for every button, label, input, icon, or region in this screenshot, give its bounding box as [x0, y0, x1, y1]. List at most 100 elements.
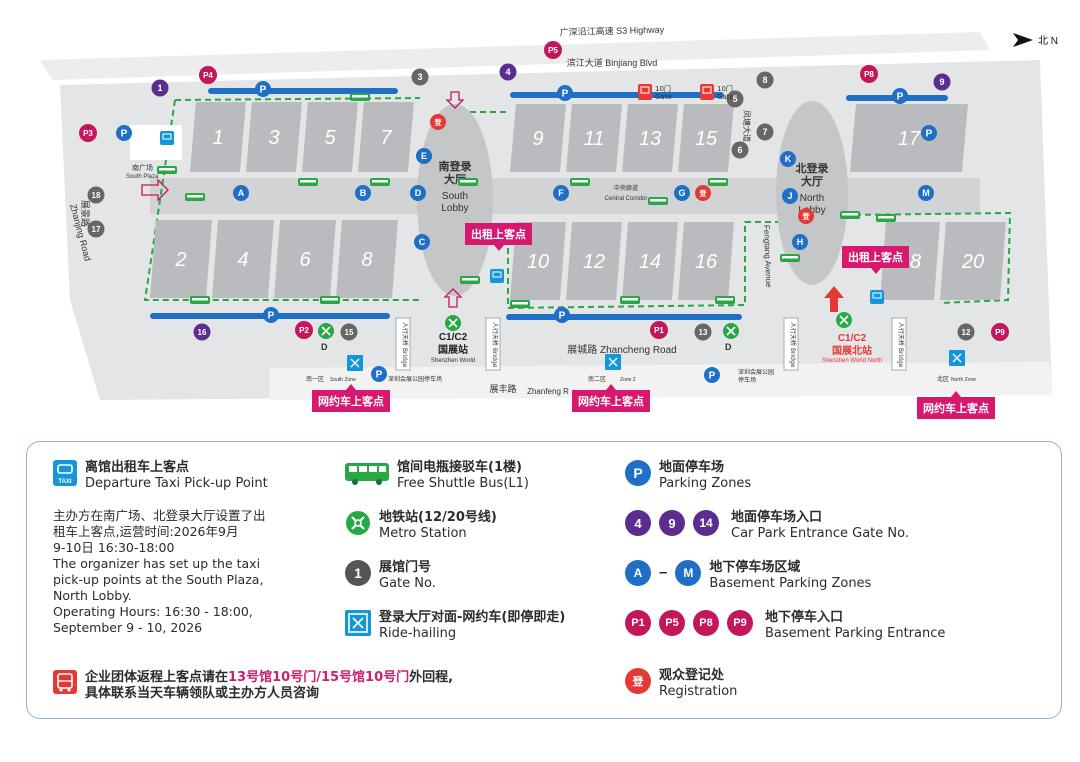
- hall-number: 1: [212, 127, 223, 149]
- parking-icon-7[interactable]: P: [371, 366, 387, 382]
- gate-9: 9: [933, 73, 951, 91]
- basement-zone-g[interactable]: G: [674, 185, 690, 201]
- ride-hailing-icon-2[interactable]: [949, 350, 965, 366]
- taxi-icon-2[interactable]: [870, 290, 884, 304]
- parking-icon-3[interactable]: P: [263, 307, 279, 323]
- basement-zone-h[interactable]: H: [792, 234, 808, 250]
- entrance-p9[interactable]: P9: [991, 323, 1009, 341]
- hall-4[interactable]: 4: [212, 220, 274, 298]
- svg-text:8: 8: [762, 75, 767, 85]
- entrance-p2[interactable]: P2: [295, 321, 313, 339]
- hall-9[interactable]: 9: [510, 104, 566, 172]
- shuttle-bus-icon: [345, 463, 389, 485]
- taxi-icon-0[interactable]: [160, 131, 174, 145]
- shuttle-bus-15: [780, 254, 800, 262]
- station-zh-north: 国展北站: [832, 344, 872, 357]
- registration-icon: 登: [625, 668, 651, 694]
- hall-13[interactable]: 13: [622, 104, 678, 172]
- hall-number: 3: [268, 127, 279, 149]
- entrance-p3[interactable]: P3: [79, 124, 97, 142]
- parking-icon-8[interactable]: P: [704, 367, 720, 383]
- hall-number: 13: [639, 128, 661, 150]
- entrance-p8[interactable]: P8: [860, 65, 878, 83]
- hall-17[interactable]: 17: [850, 104, 968, 172]
- hall-2[interactable]: 2: [150, 220, 212, 298]
- parking-icon-2[interactable]: P: [892, 88, 908, 104]
- legend-shuttle: 馆间电瓶接驳车(1楼)Free Shuttle Bus(L1): [345, 460, 529, 492]
- entrance-p4[interactable]: P4: [199, 66, 217, 84]
- hall-20[interactable]: 20: [940, 222, 1006, 300]
- ride-hailing-icon-1[interactable]: [605, 354, 621, 370]
- basement-zone-j[interactable]: J: [782, 188, 798, 204]
- hall-number: 10: [527, 251, 549, 273]
- entrance-p1[interactable]: P1: [650, 321, 668, 339]
- svg-text:A: A: [238, 188, 245, 198]
- shuttle-bus-9: [190, 296, 210, 304]
- svg-text:12: 12: [962, 328, 971, 337]
- shuttle-bus-5: [570, 178, 590, 186]
- shuttle-bus-1: [185, 193, 205, 201]
- registration-marker-0[interactable]: 登: [430, 114, 446, 130]
- hall-12[interactable]: 12: [566, 222, 622, 300]
- zone2-zh: 南二区: [588, 375, 606, 383]
- basement-zone-e[interactable]: E: [416, 148, 432, 164]
- hall-5[interactable]: 5: [302, 102, 358, 172]
- hall-16[interactable]: 16: [678, 222, 734, 300]
- basement-zone-a[interactable]: A: [233, 185, 249, 201]
- shuttle-bus-12: [510, 300, 530, 308]
- hall-8[interactable]: 8: [336, 220, 398, 298]
- registration-marker-1[interactable]: 登: [695, 185, 711, 201]
- entrance-p5[interactable]: P5: [544, 41, 562, 59]
- svg-text:16: 16: [198, 328, 207, 337]
- hall-1[interactable]: 1: [190, 102, 246, 172]
- ride-hailing-icon-0[interactable]: [347, 355, 363, 371]
- hall-3[interactable]: 3: [246, 102, 302, 172]
- group-note-2: 外回程,: [409, 670, 454, 685]
- registration-marker-2[interactable]: 登: [798, 208, 814, 224]
- parking-icon-1[interactable]: P: [557, 85, 573, 101]
- hall-number: 2: [174, 249, 186, 271]
- hall-number: 12: [583, 251, 605, 273]
- legend-entrance-zh: 地下停车入口: [765, 610, 844, 625]
- shuttle-bus-6: [648, 197, 668, 205]
- hall-15[interactable]: 15: [678, 104, 734, 172]
- parking-icon-4[interactable]: P: [554, 307, 570, 323]
- parking-icon-0[interactable]: P: [255, 81, 271, 97]
- svg-text:3: 3: [417, 72, 422, 82]
- hall-6[interactable]: 6: [274, 220, 336, 298]
- hall-7[interactable]: 7: [358, 102, 414, 172]
- svg-text:登: 登: [802, 212, 811, 221]
- entry-arrow-west: [141, 178, 169, 202]
- basement-zone-d[interactable]: D: [410, 185, 426, 201]
- south-lobby[interactable]: [417, 104, 493, 296]
- parking-icon-6[interactable]: P: [921, 125, 937, 141]
- basement-zone-a-icon: A: [625, 560, 651, 586]
- hall-11[interactable]: 11: [566, 104, 622, 172]
- gate-13: 13: [694, 323, 712, 341]
- svg-text:P: P: [260, 85, 267, 96]
- legend-shuttle-en: Free Shuttle Bus(L1): [397, 476, 529, 491]
- hall-14[interactable]: 14: [622, 222, 678, 300]
- hall-number: 4: [237, 249, 248, 271]
- basement-zone-m[interactable]: M: [918, 185, 934, 201]
- parking-icon-5[interactable]: P: [116, 125, 132, 141]
- svg-text:人行天桥 Bridge: 人行天桥 Bridge: [401, 322, 409, 368]
- basement-zone-c[interactable]: C: [414, 234, 430, 250]
- svg-text:P: P: [121, 129, 128, 140]
- svg-text:P9: P9: [995, 328, 1005, 337]
- group-bus-icon: [53, 670, 77, 694]
- basement-zone-k[interactable]: K: [780, 151, 796, 167]
- basement-zone-f[interactable]: F: [553, 185, 569, 201]
- legend-metro: 地铁站(12/20号线)Metro Station: [345, 510, 497, 542]
- binjiang-label: 滨江大道 Binjiang Blvd: [567, 57, 658, 68]
- taxi-icon-1[interactable]: [490, 269, 504, 283]
- basement-zone-b[interactable]: B: [355, 185, 371, 201]
- zhanjing-zh: 展景路: [80, 200, 91, 227]
- shuttle-bus-8: [840, 211, 860, 219]
